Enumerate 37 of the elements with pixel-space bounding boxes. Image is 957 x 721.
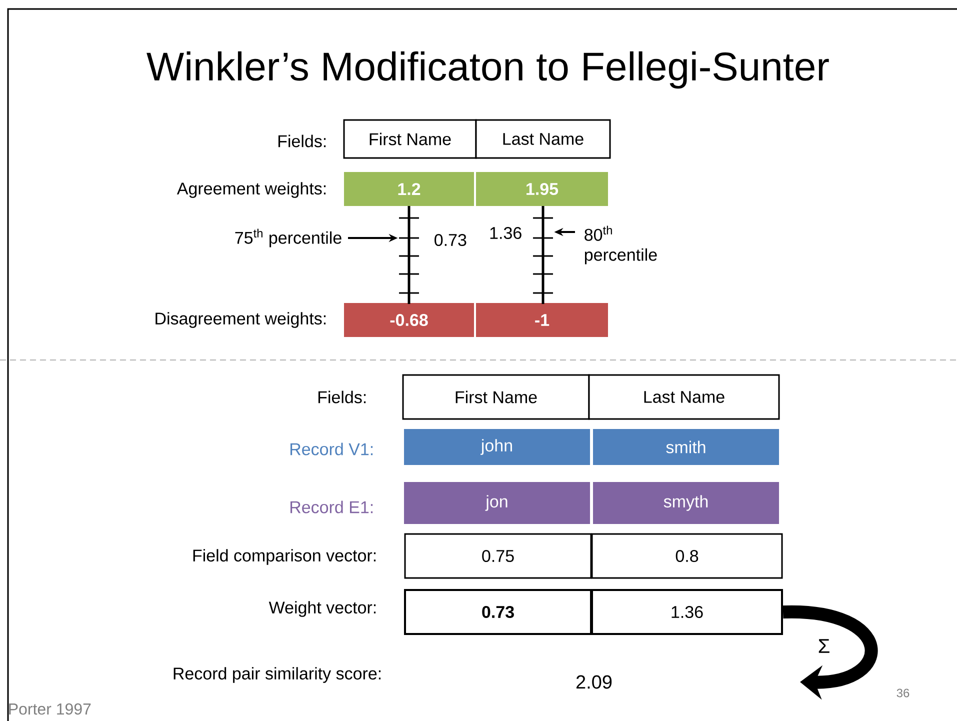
scale-drawing (399, 206, 419, 304)
table-cell: First Name (343, 119, 477, 159)
table-cell: 0.73 (404, 589, 592, 635)
record-cell: jon (404, 482, 590, 524)
label: 36 (896, 688, 910, 698)
label: Fields: (318, 390, 366, 404)
scale-drawing (533, 206, 553, 304)
weight-cell: -0.68 (344, 303, 474, 337)
label: Record E1: (290, 500, 373, 514)
weight-cell: -1 (476, 303, 608, 337)
label: Record V1: (290, 442, 373, 456)
label: Fields: (278, 134, 326, 148)
arrow (782, 606, 878, 700)
label: Record pair similarity score: (174, 667, 381, 683)
annotation-text: 75$^{th}$ percentile (235, 228, 342, 248)
table-cell: Last Name (588, 374, 780, 420)
edge-label: Σ (818, 639, 830, 653)
label: Disagreement weights: (156, 312, 326, 328)
label: Weight vector: (268, 601, 376, 617)
record-cell: smith (593, 429, 780, 465)
label: 0.73 (434, 234, 466, 246)
title: Winkler’s Modificaton to Fellegi-Sunter (146, 51, 829, 89)
table-cell: 1.36 (591, 589, 783, 635)
label: Porter 1997 (9, 703, 91, 715)
record-cell: john (404, 429, 590, 465)
table-cell: Last Name (475, 119, 611, 159)
score-text: 2.09 (576, 675, 612, 689)
table-cell: 0.75 (404, 533, 592, 579)
label: Agreement weights: (176, 182, 326, 198)
weight-cell: 1.95 (476, 172, 608, 206)
table-cell: First Name (402, 374, 590, 420)
record-cell: smyth (593, 482, 780, 524)
label: Field comparison vector: (193, 549, 376, 565)
table-cell: 0.8 (591, 533, 783, 579)
weight-cell: 1.2 (344, 172, 474, 206)
label: 1.36 (490, 226, 522, 240)
annotation-text: 80$^{th}$ percentile (584, 226, 657, 264)
